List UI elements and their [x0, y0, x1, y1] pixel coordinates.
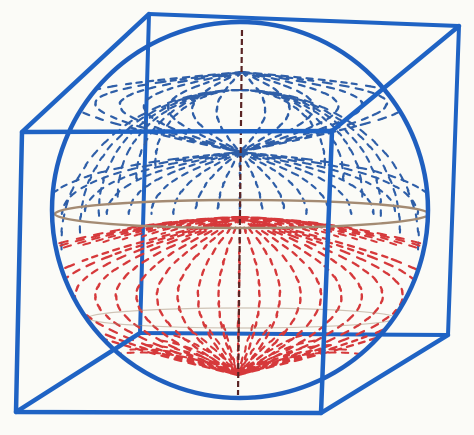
sphere-in-cube-diagram: [0, 0, 474, 435]
